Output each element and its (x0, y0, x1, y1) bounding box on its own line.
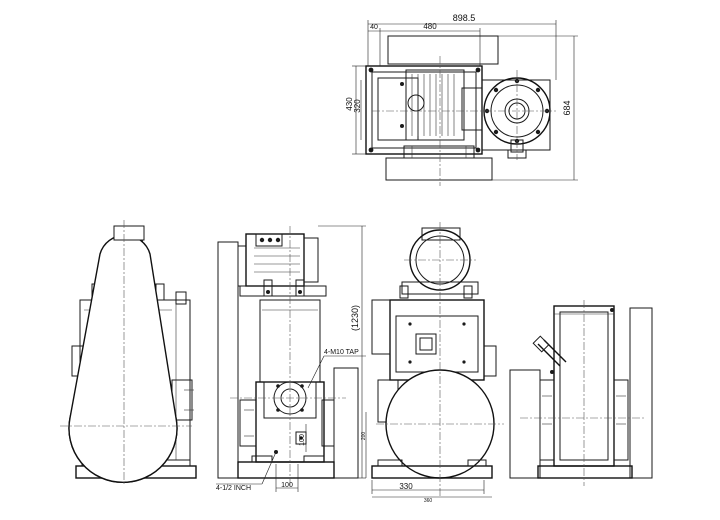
dim-480: 480 (423, 22, 437, 31)
right-side-view (509, 300, 653, 486)
tap-note: 4-M10 TAP (324, 349, 359, 356)
pulley-side-view (60, 220, 197, 486)
top-view: 898.5 480 40 430 320 684 (345, 13, 578, 186)
dim-320: 320 (353, 99, 362, 113)
dim-40: 40 (370, 24, 378, 31)
dim-1230: (1230) (350, 305, 360, 331)
port-note: 4-1/2 INCH (216, 485, 251, 492)
dim-200: 200 (361, 432, 367, 441)
dim-100-horizontal: 100 (281, 482, 293, 489)
dim-430: 430 (345, 97, 354, 111)
dim-898-5: 898.5 (453, 13, 476, 23)
dim-360: 360 (424, 498, 433, 504)
dim-330: 330 (399, 482, 413, 491)
dim-684: 684 (562, 100, 572, 115)
front-view: 330 360 200 (361, 222, 504, 504)
side-elevation-view: (1230) 4-M10 TAP 4-1/2 INCH 100 100 (216, 225, 366, 492)
dim-100-vertical: 100 (299, 434, 306, 446)
